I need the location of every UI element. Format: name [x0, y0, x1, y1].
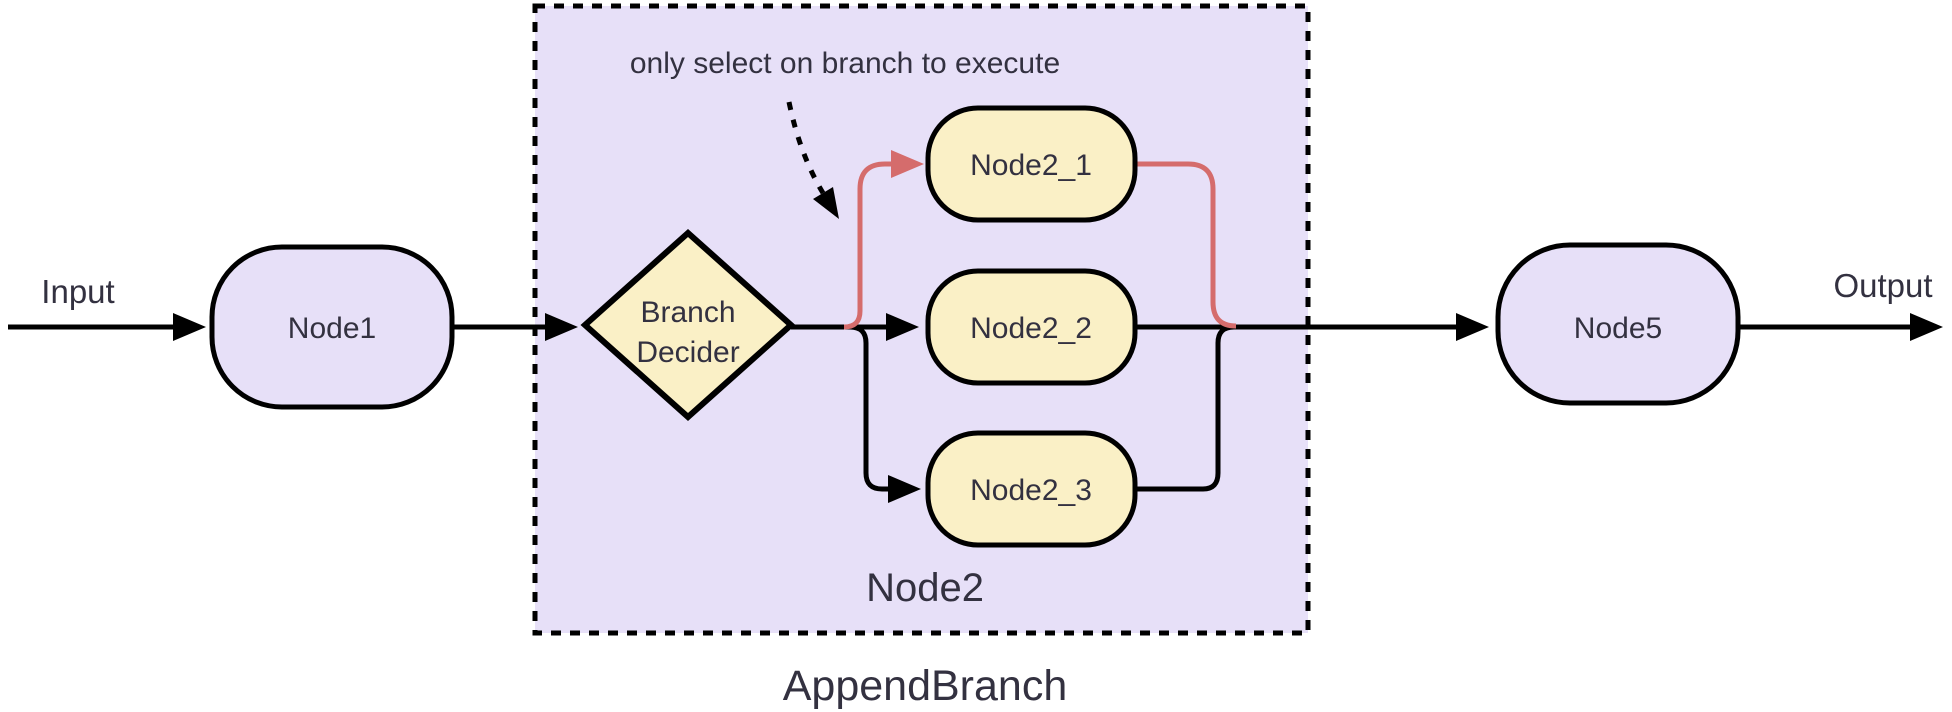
node2-1-label: Node2_1: [970, 149, 1092, 182]
edge-input-arrowhead: [173, 313, 206, 341]
node2-group-label: Node2: [866, 566, 984, 610]
annotation-text: only select on branch to execute: [630, 47, 1060, 80]
node-node1: [209, 244, 455, 410]
node-node2-2: [925, 268, 1138, 386]
input-label: Input: [41, 273, 114, 310]
annotation-arrowhead: [813, 187, 839, 219]
edge-decider-to-node2-3: [849, 324, 888, 492]
node-node2-1: [925, 105, 1138, 223]
branch-decider-label-line2: Decider: [636, 336, 739, 369]
node2-3-label: Node2_3: [970, 474, 1092, 507]
node5-label: Node5: [1574, 312, 1662, 345]
node-node5: [1495, 242, 1741, 406]
edge-output-arrowhead: [1910, 313, 1943, 341]
edge-node2-1-exit-selected: [1135, 161, 1237, 329]
edge-node1-arrowhead: [545, 313, 578, 341]
node2-2-label: Node2_2: [970, 312, 1092, 345]
branch-decider-label-line1: Branch: [640, 296, 735, 329]
node1-label: Node1: [288, 312, 376, 345]
appendbranch-title: AppendBranch: [783, 662, 1068, 710]
node-node2-3: [925, 430, 1138, 548]
edge-node2-3-arrowhead: [888, 475, 921, 503]
output-label: Output: [1833, 267, 1932, 304]
edge-node2-2-arrowhead: [886, 313, 919, 341]
edge-node5-arrowhead: [1456, 313, 1489, 341]
edge-node2-1-arrowhead: [891, 150, 924, 178]
node-branch-decider: [580, 228, 796, 422]
edge-decider-to-node2-1-selected: [843, 161, 891, 330]
